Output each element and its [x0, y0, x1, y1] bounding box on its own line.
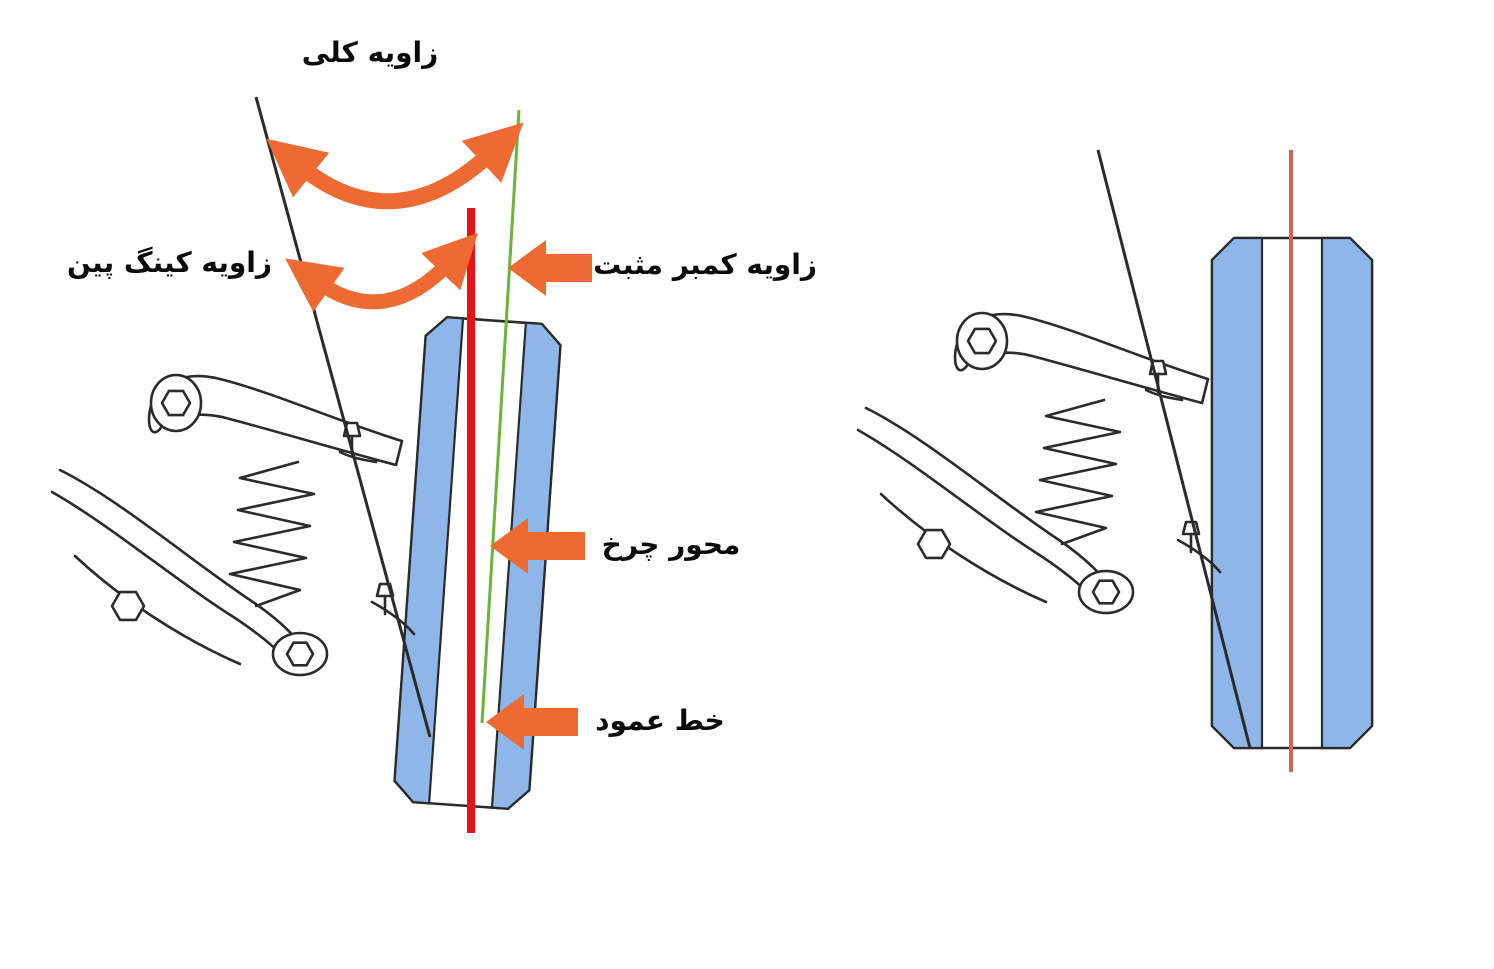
- kingpin-axis-line-left: [254, 96, 432, 738]
- total-angle-label: زاویه کلی: [301, 36, 439, 69]
- tire-right-sidewall-left: [1210, 236, 1264, 750]
- wheel-axis-label: محور چرخ: [601, 528, 741, 561]
- tire-right: [1210, 236, 1374, 750]
- tire-left-sidewall-left: [393, 316, 465, 805]
- suspension-right: [856, 311, 1222, 615]
- tire-right-sidewall-right: [1320, 236, 1374, 750]
- kingpin-axis-line-right: [1096, 149, 1252, 749]
- camber-line: [480, 109, 521, 724]
- positive-camber-angle-label: زاویه کمبر مثبت: [593, 248, 817, 281]
- camber-arrow: [508, 240, 592, 296]
- total-angle-arc-arrow: [266, 122, 524, 210]
- vertical-line-arrow: [486, 694, 578, 750]
- wheel-axis-arrow: [490, 518, 585, 574]
- kingpin-angle-label: زاویه کینگ پین: [66, 246, 273, 279]
- tire-left: [393, 316, 562, 811]
- kingpin-angle-arc-arrow: [285, 232, 478, 312]
- vertical-line-label: خط عمود: [595, 704, 725, 737]
- suspension-left: [50, 373, 416, 677]
